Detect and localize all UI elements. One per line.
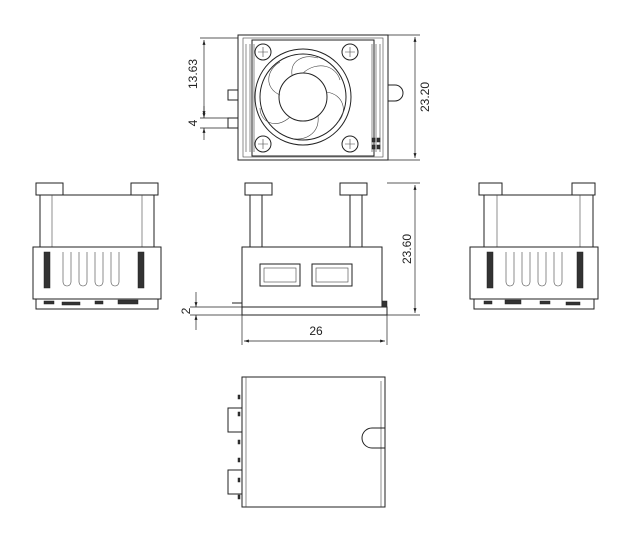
dim-4: 4 xyxy=(186,106,228,140)
port-right xyxy=(311,263,353,287)
screw-icons xyxy=(254,43,359,153)
dim-23-20: 23.20 xyxy=(388,34,432,161)
front-view xyxy=(232,182,388,316)
bottom-view xyxy=(227,376,386,508)
dim-13-63: 13.63 xyxy=(186,37,238,119)
port-left xyxy=(259,263,301,287)
dim-label-height-front: 23.60 xyxy=(400,234,414,264)
right-side-view xyxy=(469,182,599,310)
left-side-view xyxy=(32,182,162,310)
front-housing xyxy=(241,246,383,308)
top-view xyxy=(227,34,404,161)
dim-label-base-thickness: 2 xyxy=(179,307,193,314)
dim-label-width: 26 xyxy=(309,324,323,338)
fan-ring xyxy=(254,48,352,146)
dim-26: 26 xyxy=(241,315,388,345)
dim-label-height-top: 23.20 xyxy=(418,82,432,112)
dim-2: 2 xyxy=(179,292,242,330)
dim-label-fan-offset: 13.63 xyxy=(186,59,200,89)
dim-label-slot-spacing: 4 xyxy=(186,119,200,126)
dim-23-60: 23.60 xyxy=(387,182,420,316)
